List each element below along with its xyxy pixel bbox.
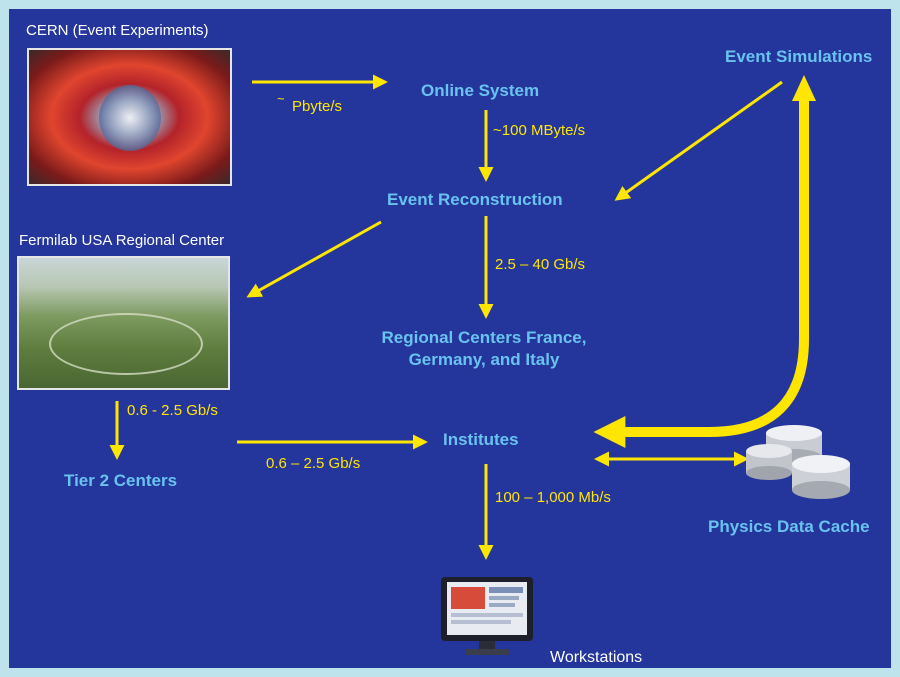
arrow-simulations-head-up	[792, 75, 816, 101]
arrow-simulations-to-reconstruction	[614, 80, 783, 201]
rate-cern-tilde: ~	[277, 91, 285, 106]
arrow-simulations-to-institutes-curve	[593, 87, 809, 449]
cern-label: CERN (Event Experiments)	[26, 22, 209, 39]
rate-fermilab-to-tier2: 0.6 - 2.5 Gb/s	[127, 402, 218, 419]
node-physics-data-cache: Physics Data Cache	[708, 517, 870, 536]
diagram-canvas: CERN (Event Experiments) Fermilab USA Re…	[9, 9, 891, 668]
rate-institutes-to-workstations: 100 – 1,000 Mb/s	[495, 489, 611, 506]
node-institutes: Institutes	[443, 430, 519, 449]
cern-detector-image	[27, 48, 232, 186]
node-tier2-centers: Tier 2 Centers	[64, 471, 178, 490]
flow-arrows	[109, 74, 850, 655]
database-cylinders-icon	[746, 425, 850, 499]
node-online-system: Online System	[421, 81, 540, 100]
node-event-reconstruction: Event Reconstruction	[387, 190, 563, 209]
accelerator-ring	[49, 313, 203, 375]
node-event-simulations: Event Simulations	[725, 47, 873, 66]
fermilab-label: Fermilab USA Regional Center	[19, 232, 225, 249]
workstations-label: Workstations	[550, 649, 643, 666]
regional-centers-line1: Regional Centers France,	[381, 328, 587, 347]
rate-reconstruction-to-regional: 2.5 – 40 Gb/s	[495, 256, 586, 273]
rate-fermilab-to-institutes: 0.6 – 2.5 Gb/s	[266, 455, 361, 472]
monitor-icon	[441, 577, 533, 655]
detector-core	[99, 85, 161, 151]
fermilab-aerial-image	[17, 256, 230, 390]
node-regional-centers: Regional Centers France, Germany, and It…	[349, 327, 619, 371]
rate-online-to-reconstruction: ~100 MByte/s	[493, 122, 586, 139]
regional-centers-line2: Germany, and Italy	[408, 350, 560, 369]
rate-cern-to-online: Pbyte/s	[292, 98, 343, 115]
arrow-reconstruction-to-fermilab	[246, 220, 382, 298]
